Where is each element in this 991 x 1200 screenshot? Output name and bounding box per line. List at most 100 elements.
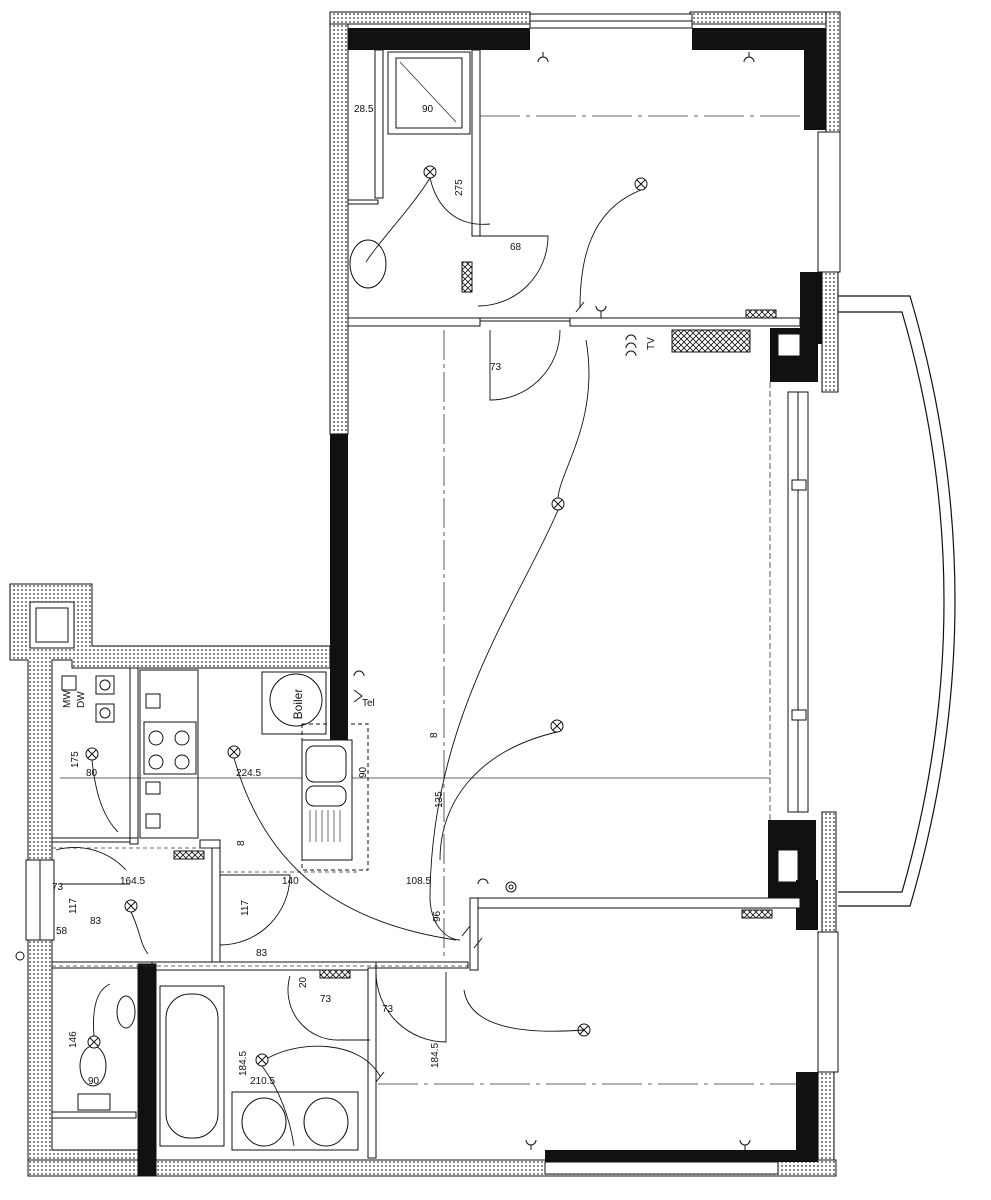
window-right-upper <box>817 131 841 273</box>
doorbell-icon <box>505 881 517 893</box>
dimension-label: 58 <box>56 926 68 937</box>
dimension-label: 20 <box>298 976 309 988</box>
radiator <box>173 850 205 860</box>
oven <box>145 781 161 795</box>
wall-right-upper-dark <box>804 50 826 130</box>
light-switch-icon <box>375 301 585 1083</box>
radiator <box>461 261 473 293</box>
dimension-label: 108.5 <box>406 876 431 887</box>
wall-top <box>329 11 531 25</box>
dimension-label: 73 <box>320 994 332 1005</box>
dimension-label: 140 <box>282 876 299 887</box>
wall-right-upper <box>825 11 841 133</box>
tv-socket-icon <box>625 334 637 357</box>
dimension-label: 210.5 <box>250 1076 275 1087</box>
dimension-labels: 28.5 90 275 68 73 175 80 224.5 8 8 135 9… <box>52 104 522 1087</box>
hob-burner <box>174 754 190 770</box>
wall-top-inner-left <box>330 28 530 50</box>
ventilation-grille <box>671 329 751 353</box>
dimension-label: 73 <box>52 882 64 893</box>
dimension-label: 275 <box>454 179 465 196</box>
wiring <box>91 177 642 1147</box>
socket-icon <box>595 305 607 318</box>
dimension-label: 184.5 <box>430 1043 441 1068</box>
wall-right-mid <box>821 271 839 393</box>
appliance <box>145 693 161 709</box>
wall-top-inner-right <box>692 28 826 50</box>
dimension-label: 90 <box>358 766 369 778</box>
wall-right-lower-dark <box>796 880 818 930</box>
dishwasher <box>61 675 77 691</box>
tel-label: Tel <box>362 698 375 709</box>
tv-label: TV <box>646 337 657 350</box>
dimension-label: 83 <box>256 948 268 959</box>
mw-label: MW <box>62 690 73 708</box>
dimension-label: 135 <box>434 791 445 808</box>
hob-burner <box>148 754 164 770</box>
dimension-label: 96 <box>432 910 443 922</box>
ceiling-light-icon <box>550 719 564 733</box>
radiator <box>319 969 351 979</box>
wall-bottom-dark <box>545 1150 818 1162</box>
doorbell-icon <box>15 951 25 961</box>
dimension-label: 28.5 <box>354 104 374 115</box>
kitchen-counter <box>139 669 199 839</box>
window-right-lower <box>817 931 839 1073</box>
dimension-label: 164.5 <box>120 876 145 887</box>
dw-label: DW <box>76 691 87 708</box>
socket-icon <box>743 52 755 63</box>
ceiling-light-icon <box>227 745 241 759</box>
dimension-label: 68 <box>510 242 522 253</box>
dimension-label: 90 <box>422 104 434 115</box>
hob-burner <box>174 730 190 746</box>
ceiling-light-icon <box>124 899 138 913</box>
radiators <box>173 261 777 979</box>
dimension-label: 117 <box>240 900 251 916</box>
hob-burner <box>148 730 164 746</box>
wall-right-bottom-dark <box>796 1072 818 1162</box>
fixtures <box>61 51 471 1151</box>
socket-icon <box>739 1139 751 1150</box>
room-labels: Boiler Tel TV MW DW <box>62 337 657 719</box>
socket-icon <box>477 878 489 885</box>
window-bottom <box>544 1161 779 1175</box>
balcony <box>838 295 956 907</box>
dimension-label: 146 <box>68 1031 79 1048</box>
bidet <box>116 995 136 1029</box>
ceiling-light-icon <box>87 1035 101 1049</box>
ceiling-light-icon <box>423 165 437 179</box>
dimension-label: 8 <box>236 840 247 846</box>
ceiling-light-icon <box>85 747 99 761</box>
outlets <box>353 52 755 1150</box>
dimension-label: 8 <box>429 732 440 738</box>
socket-icon <box>525 1139 537 1150</box>
dimension-label: 175 <box>70 751 81 768</box>
wall-right-lower <box>821 811 837 933</box>
door-swings <box>55 235 561 1043</box>
ceiling-light-icon <box>551 497 565 511</box>
dimension-label: 73 <box>490 362 502 373</box>
ceiling-light-icon <box>634 177 648 191</box>
shaft-inner <box>35 607 69 643</box>
dimension-label: 117 <box>68 898 79 914</box>
dimension-label: 73 <box>382 1004 394 1015</box>
boiler-label: Boiler <box>291 689 305 720</box>
radiator <box>741 909 773 919</box>
appliance <box>145 813 161 829</box>
socket-icon <box>537 52 549 63</box>
wall-right-mid-dark <box>800 272 822 344</box>
dimension-label: 83 <box>90 916 102 927</box>
outer-walls <box>9 11 841 1177</box>
radiator <box>745 309 777 319</box>
wc-bath-wall <box>137 963 157 1177</box>
tel-socket-icon <box>353 689 363 703</box>
axis-lines <box>52 115 800 1085</box>
boiler <box>269 673 323 727</box>
ceiling-lights <box>85 165 648 1067</box>
dimension-label: 90 <box>88 1076 100 1087</box>
wall-upper-left-dark <box>330 434 348 746</box>
dimension-label: 80 <box>86 768 98 779</box>
washbasin <box>349 239 387 289</box>
dimension-label: 184.5 <box>238 1051 249 1076</box>
